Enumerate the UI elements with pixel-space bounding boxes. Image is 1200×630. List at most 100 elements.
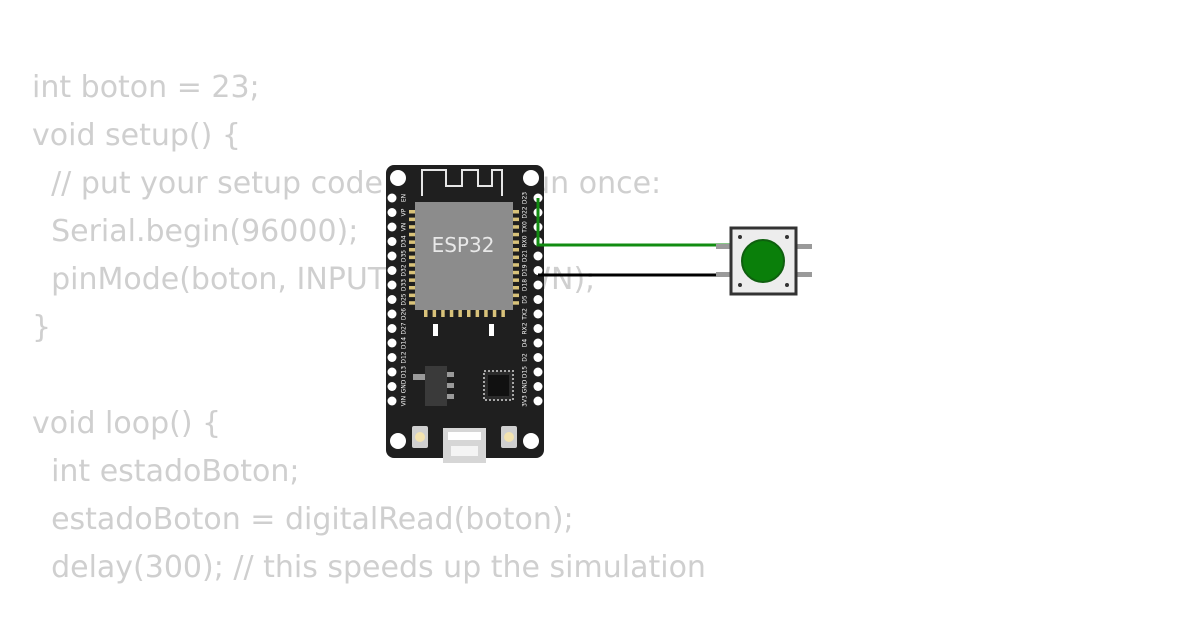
mounting-hole-bottom-right [523,433,539,449]
pin-label: D14 [401,337,408,349]
module-pad [511,210,519,214]
pin-header-left [387,193,397,406]
module-pad [409,286,417,290]
pin-label: D19 [522,264,529,276]
button-lead-top-left [716,244,734,249]
module-pad [449,308,454,317]
pin-labels-right: D23D22TX0RX0D21D19D18D5TX2RX2D4D2D15GND3… [522,192,529,407]
module-pad [409,217,417,222]
module-pads-right [511,210,519,305]
pin-label: D27 [401,322,408,334]
button-lead-bottom-right [794,272,812,277]
pushbutton[interactable] [716,226,812,296]
pin-label: D2 [522,353,529,362]
esp32-module [415,202,513,310]
en-button[interactable] [412,426,428,448]
module-pad [409,301,417,305]
pin-hole [387,367,397,377]
code-line-11: delay(300); // this speeds up the simula… [32,550,706,585]
module-pad [409,263,417,267]
pin-label: D25 [401,293,408,305]
pin-hole [387,237,397,246]
mounting-hole-top-left [390,170,406,186]
module-pad [409,240,417,244]
module-pad [484,308,488,317]
pin-hole [387,193,397,203]
module-pad [511,248,519,252]
module-pad [467,308,471,317]
module-pad [511,270,519,275]
module-pad [511,240,519,244]
pin-hole [387,324,397,333]
module-pad [511,278,519,282]
pin-hole [387,251,397,261]
mounting-hole-bottom-left [390,433,406,449]
module-pad [409,232,417,237]
pin-label: 3V3 [522,395,529,407]
pin-hole [533,367,543,377]
pin-hole [533,295,543,304]
module-pad [501,308,505,317]
usb-serial-chip [483,370,514,401]
module-pads-bottom [424,308,505,336]
pin-hole [533,309,543,319]
esp32-devkit-board[interactable]: ESP32 ENVPVND34D35D32D33D25D26D27D14D12D… [386,165,544,463]
module-pad [511,225,519,229]
module-pad [441,308,445,317]
pin-label: D4 [522,339,529,348]
module-pad [511,301,519,305]
pin-label: RX2 [522,322,529,334]
module-pad [409,270,417,275]
micro-usb-port [443,428,486,463]
module-pad [511,293,519,298]
code-editor-background: int boton = 23;void setup() { // put you… [32,64,706,592]
pin-hole [387,309,397,319]
code-line-10: estadoBoton = digitalRead(boton); [32,502,574,537]
code-line-6: } [32,310,52,345]
pin-label: D26 [401,308,408,320]
boot-button[interactable] [501,426,517,448]
pin-label: D33 [401,279,408,291]
wire-signal-d23[interactable] [536,198,732,247]
module-pad [511,263,519,267]
pin-hole [533,251,543,261]
pin-label: TX0 [522,221,529,234]
code-line-9: int estadoBoton; [32,454,300,489]
button-cap[interactable] [741,239,785,283]
antenna-trace [421,169,503,196]
module-pad [409,225,417,229]
module-pad [409,210,417,214]
pin-hole [387,208,397,217]
module-pad [475,308,480,317]
pin-hole [387,295,397,304]
pin-label: VP [401,208,408,216]
module-pads-left [409,210,417,305]
module-pad [432,308,437,317]
pin-hole [533,382,543,391]
pin-hole [387,396,397,406]
pin-hole [387,353,397,362]
pin-label: D21 [522,250,529,262]
pin-hole [387,280,397,290]
pin-hole [533,353,543,362]
code-line-8: void loop() { [32,406,222,441]
voltage-regulator [413,366,454,406]
pin-label: D18 [522,279,529,291]
module-pad [409,248,417,252]
module-pad [511,217,519,222]
pin-label: VN [401,223,408,232]
code-line-2: void setup() { [32,118,241,153]
code-line-1: int boton = 23; [32,70,260,105]
pin-label: D35 [401,250,408,262]
pin-label: GND [401,379,408,393]
pin-hole [533,396,543,406]
code-line-4: Serial.begin(96000); [32,214,359,249]
module-pad [492,308,497,317]
pin-hole [387,338,397,348]
module-pad [409,278,417,282]
module-pad [511,255,519,260]
module-pad [409,255,417,260]
pin-label: D15 [522,366,529,378]
mounting-hole-top-right [523,170,539,186]
